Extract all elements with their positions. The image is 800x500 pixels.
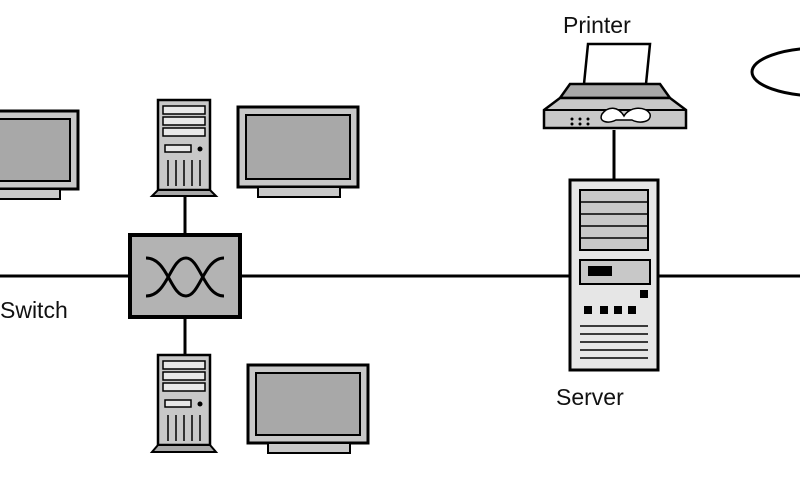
monitor-icon <box>0 109 80 200</box>
server-label: Server <box>556 384 624 410</box>
tower-pc-icon <box>149 353 219 453</box>
server-icon <box>568 178 660 372</box>
printer-label: Printer <box>563 12 631 38</box>
printer-icon <box>542 42 688 130</box>
cloud-icon <box>750 47 800 97</box>
switch-label: Switch <box>0 297 68 323</box>
monitor-icon <box>236 105 360 198</box>
monitor-icon <box>246 363 370 454</box>
tower-pc-icon <box>149 98 219 197</box>
switch-icon <box>128 233 242 319</box>
